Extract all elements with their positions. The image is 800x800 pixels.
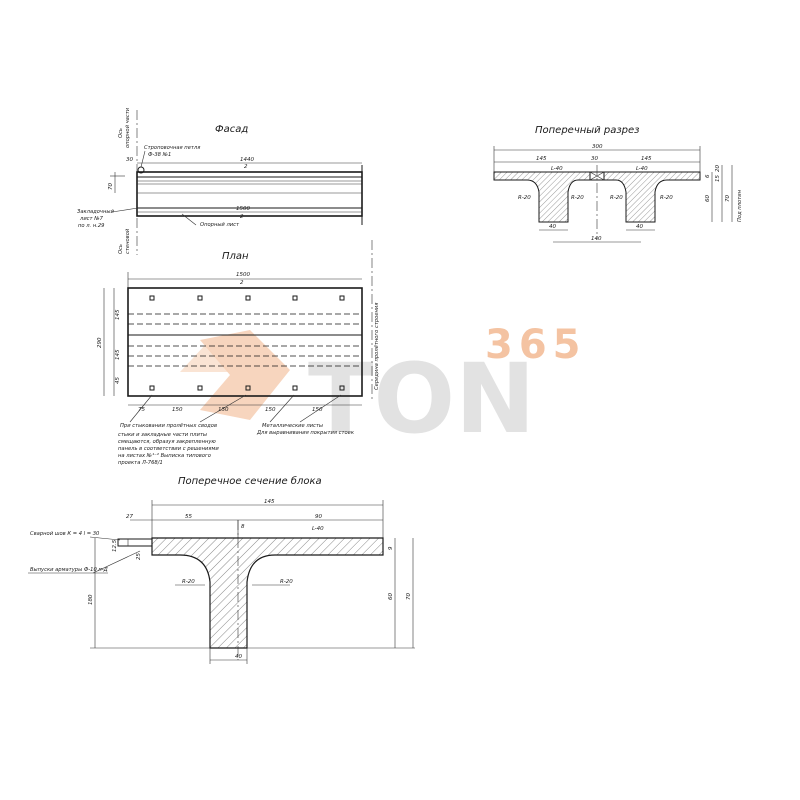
cross-dim-140: 140 <box>591 236 602 242</box>
plan-bottom-dim-1: 150 <box>172 407 183 413</box>
plan-bottom-dim-4: 150 <box>312 407 323 413</box>
cross-r-3: R-20 <box>660 195 673 201</box>
facade-dim-1500: 1500 <box>236 206 250 212</box>
block-dim-8: 8 <box>241 524 245 530</box>
plan-note-long-4: на листах №¹⁻² Выписка типового <box>118 453 211 459</box>
plan-dim-45: 45 <box>115 377 121 384</box>
facade-lifting-loop-2: Ф-38 №1 <box>148 152 171 158</box>
cross-dim-15: 15 <box>715 175 721 182</box>
block-l-label: L-40 <box>312 526 324 532</box>
cross-side-note: Под плотин <box>737 189 743 222</box>
block-section-title: Поперечное сечение блока <box>178 475 322 487</box>
watermark-number: 365 <box>485 322 587 368</box>
plan-dim-290: 290 <box>97 337 103 348</box>
facade-embedded-1: Закладочный <box>77 209 114 215</box>
watermark-word: TON <box>308 343 535 455</box>
facade-embedded-3: по л. н.29 <box>78 223 104 229</box>
cross-l-left: L-40 <box>551 166 563 172</box>
cross-r-2: R-20 <box>610 195 623 201</box>
facade-dim-70: 70 <box>108 183 114 190</box>
plan-dim-1500: 1500 <box>236 272 250 278</box>
facade-axis-top-2: опорной части <box>125 107 131 148</box>
cross-dim-70: 70 <box>725 195 731 202</box>
block-dim-12-5: 12.5 <box>112 539 118 552</box>
plan-note-metal: Металлические листы <box>262 423 323 429</box>
cross-dim-60: 60 <box>705 195 711 202</box>
plan-side-note: Середина пролётного строения <box>374 303 380 390</box>
block-dim-25: 25 <box>136 553 142 560</box>
block-dim-27: 27 <box>126 514 133 520</box>
plan-note-long-1: стыки и закладные части плиты <box>118 432 207 438</box>
cross-dim-40-l: 40 <box>549 224 556 230</box>
facade-lifting-loop-1: Строповочная петля <box>144 145 200 151</box>
facade-axis-bottom-2: стеновой <box>125 228 131 254</box>
cross-dim-300: 300 <box>592 144 603 150</box>
plan-note-long-3: панель в соответствии с решениями <box>118 446 219 452</box>
plan-view: План 1500 2 145 290 145 45 Середина прол… <box>97 240 380 466</box>
facade-axis-bottom-1: Ось <box>118 244 124 254</box>
cross-dim-6: 6 <box>705 174 711 178</box>
cross-dim-145-l: 145 <box>536 156 547 162</box>
block-dim-180: 180 <box>88 594 94 605</box>
cross-dim-20: 20 <box>715 165 721 172</box>
block-dim-70: 70 <box>406 593 412 600</box>
plan-note-metal-2: Для выравнивания покрытия стоек <box>256 430 355 436</box>
facade-view: Фасад Ось опорной части Ось стеновой Стр… <box>77 107 363 255</box>
cross-dim-40-r: 40 <box>636 224 643 230</box>
block-r-right: R-20 <box>280 579 293 585</box>
cross-r-1: R-20 <box>571 195 584 201</box>
block-dim-40: 40 <box>235 654 242 660</box>
block-dim-90: 90 <box>315 514 322 520</box>
cross-section-view: Поперечный разрез 300 145 145 30 L-40 L-… <box>493 125 743 243</box>
watermark: 365 TON <box>180 322 587 455</box>
block-section-view: Поперечное сечение блока 145 27 55 8 90 … <box>28 475 415 664</box>
block-rebar-note: Выпуски арматуры Ф-10 п-Д <box>30 567 108 573</box>
block-dim-55: 55 <box>185 514 192 520</box>
plan-dim-1500-sub: 2 <box>240 280 244 286</box>
cross-r-0: R-20 <box>518 195 531 201</box>
facade-axis-top-1: Ось <box>118 128 124 138</box>
facade-support-sheet: Опорный лист <box>200 222 240 228</box>
block-weld-note: Сварной шов К = 4 l = 30 <box>30 531 100 537</box>
facade-embedded-2: лист №7 <box>79 216 104 222</box>
facade-dim-1440-sub: 2 <box>244 164 248 170</box>
cross-l-right: L-40 <box>636 166 648 172</box>
block-dim-9: 9 <box>388 546 394 550</box>
block-r-left: R-20 <box>182 579 195 585</box>
block-dim-60: 60 <box>388 593 394 600</box>
watermark-logo-icon <box>180 330 290 420</box>
plan-note-long-2: смещаются, образуя закрепленную <box>118 439 216 445</box>
facade-dim-1440: 1440 <box>240 157 254 163</box>
facade-title: Фасад <box>215 124 248 135</box>
plan-note-long-5: проекта Л-768/1 <box>118 460 163 466</box>
plan-bottom-dim-3: 150 <box>265 407 276 413</box>
block-dim-145: 145 <box>264 499 275 505</box>
plan-bottom-dim-2: 150 <box>218 407 229 413</box>
plan-note-joints: При стыковании пролётных сводов <box>120 423 217 429</box>
plan-bottom-dim-0: 75 <box>138 407 145 413</box>
plan-title: План <box>222 251 249 262</box>
cross-dim-30: 30 <box>591 156 598 162</box>
cross-section-title: Поперечный разрез <box>535 125 639 136</box>
plan-dim-145b: 145 <box>115 349 121 360</box>
cross-dim-145-r: 145 <box>641 156 652 162</box>
facade-dim-30: 30 <box>126 157 133 163</box>
facade-dim-1500-sub: 2 <box>240 214 244 220</box>
plan-dim-145: 145 <box>115 309 121 320</box>
